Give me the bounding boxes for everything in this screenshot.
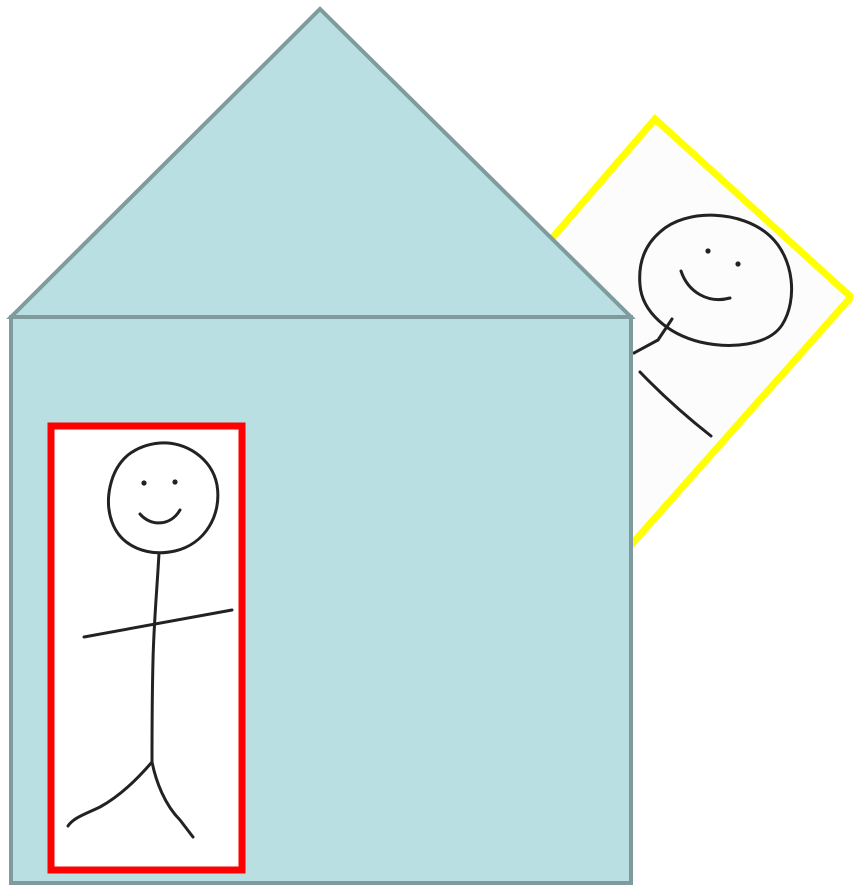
inside-stick-figure-card — [51, 426, 242, 870]
outside-left-eye — [705, 248, 710, 253]
inside-right-eye — [172, 479, 177, 484]
outside-right-eye — [735, 261, 740, 266]
inside-card-frame — [51, 426, 242, 870]
house-roof — [11, 9, 631, 317]
inside-left-eye — [141, 480, 146, 485]
